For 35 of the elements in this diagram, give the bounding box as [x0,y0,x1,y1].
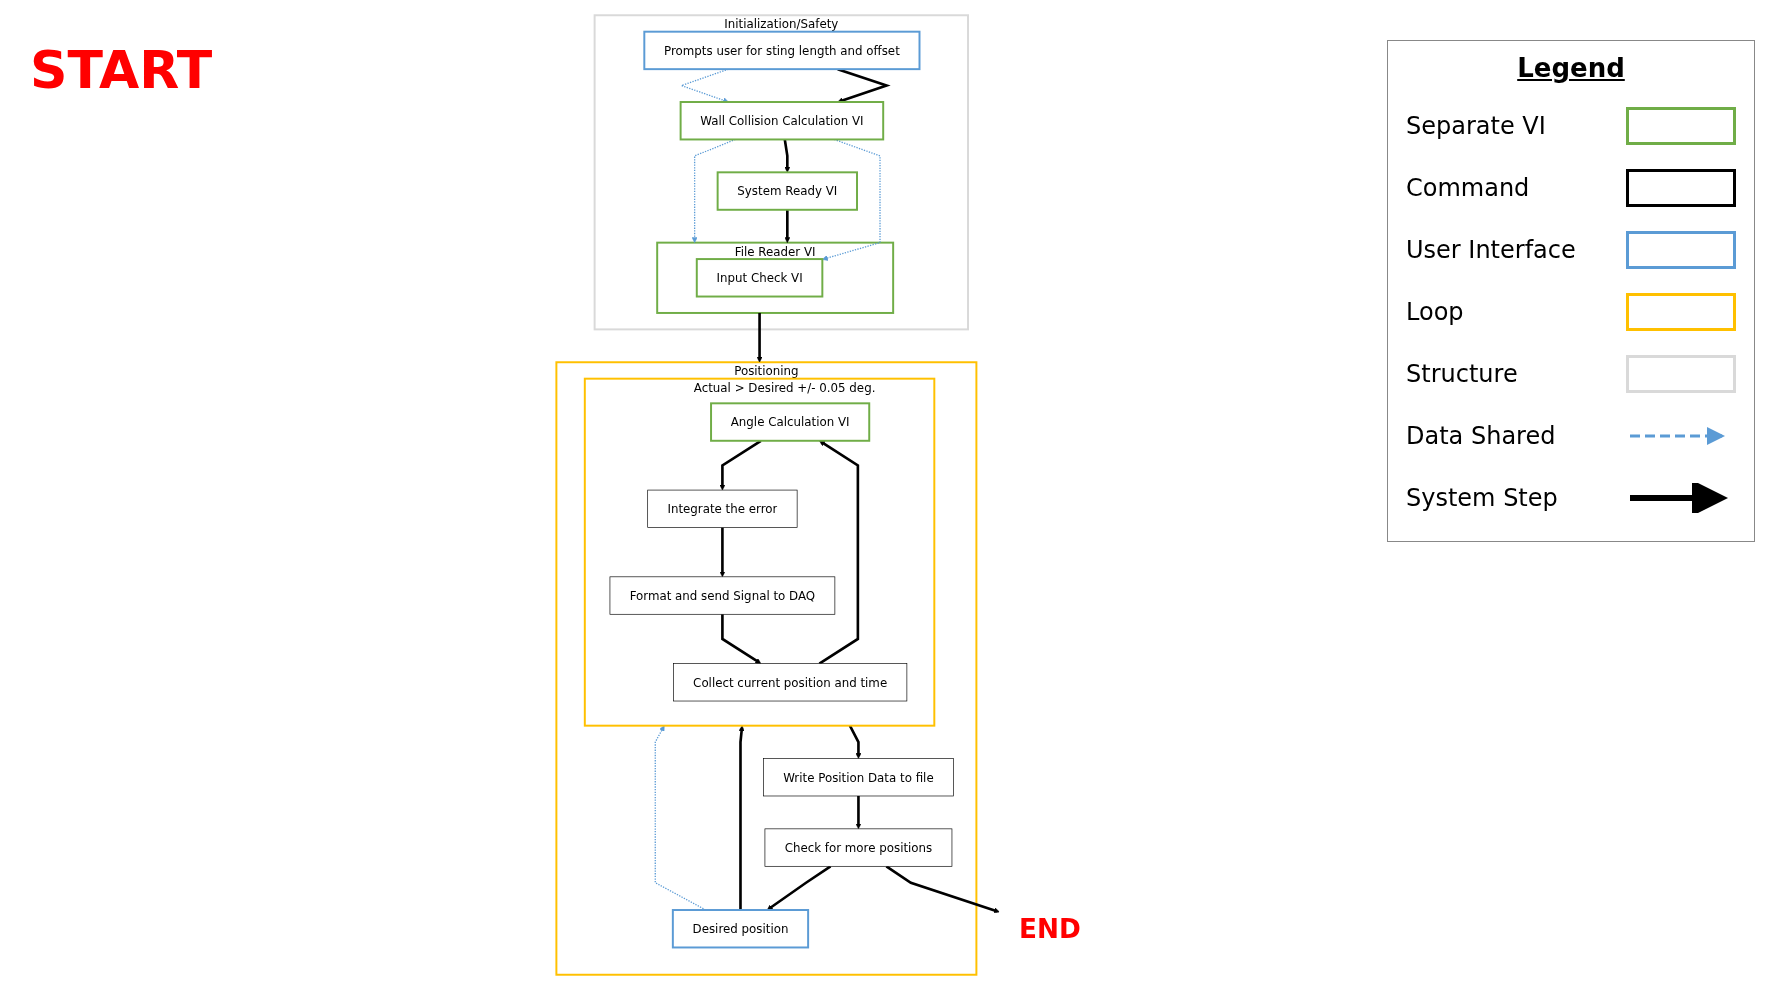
node-box: Write Position Data to file [763,758,954,797]
arrow [738,725,745,910]
node-box: Collect current position and time [673,663,908,702]
node-box: Format and send Signal to DAQ [609,576,836,615]
arrow [848,725,862,759]
arrow [719,439,762,491]
legend-text: Command [1406,174,1530,202]
arrow [822,138,881,261]
arrow [818,440,860,665]
node-box: Check for more positions [764,828,953,867]
arrow [855,796,862,830]
arrow [756,312,763,363]
node-box: Angle Calculation VI [710,402,871,442]
node-text: END [1019,913,1081,944]
node-box: System Ready VI [716,171,858,211]
node-box: Input Check VI [695,258,824,298]
legend-title: Legend [1516,53,1626,83]
arrow [721,614,762,664]
arrow [766,865,832,911]
arrow [719,527,726,578]
node-box: Prompts user for sting length and offset [643,30,921,71]
legend-text: Loop [1406,298,1464,326]
legend-text: System Step [1406,484,1558,512]
legend-text: Data Shared [1406,422,1556,450]
legend-text: Structure [1406,360,1518,388]
arrow [654,725,707,911]
legend-text: Separate VI [1406,112,1546,140]
arrow [783,139,791,173]
legend-text: User Interface [1406,236,1576,264]
start-label: START [30,40,213,100]
arrow [784,209,791,243]
arrow [885,865,1000,914]
node-box: Desired position [671,909,810,949]
node-box: Integrate the error [647,489,798,528]
node-box: Wall Collision Calculation VI [679,101,885,141]
